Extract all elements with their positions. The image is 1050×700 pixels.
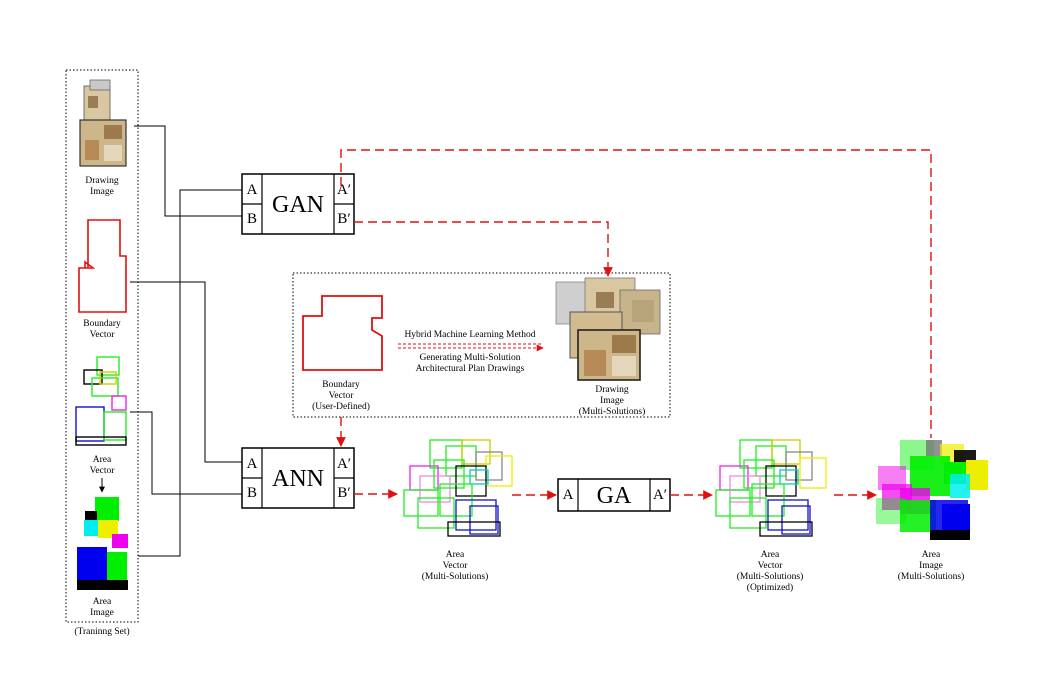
ann-port-b: B <box>247 485 257 501</box>
training-boundary-label-2: Vector <box>90 330 116 340</box>
gan-port-a-out: A′ <box>337 182 351 198</box>
overview-drawing-image <box>555 277 661 381</box>
area-vector-opt-label-4: (Optimized) <box>747 582 793 593</box>
overview-panel: Boundary Vector (User-Defined) Hybrid Ma… <box>292 272 671 418</box>
overview-boundary-label-2: Vector <box>329 391 355 401</box>
area-image-multi <box>876 440 988 540</box>
ga-box: A GA A′ <box>557 478 671 512</box>
ann-port-a-out: A′ <box>337 456 351 472</box>
gan-box: A B GAN A′ B′ <box>241 173 355 235</box>
training-boundary-label-1: Boundary <box>83 319 121 329</box>
method-desc-2: Architectural Plan Drawings <box>416 364 525 374</box>
method-title: Hybrid Machine Learning Method <box>404 330 535 340</box>
area-vector-opt-label-2: Vector <box>758 561 784 571</box>
red-dashed-links <box>336 149 932 500</box>
ga-port-a-out: A′ <box>653 487 667 503</box>
training-set-panel: Drawing Image Boundary Vector Area Vecto… <box>65 69 139 637</box>
training-area-image <box>77 497 128 590</box>
training-area-vector-label-1: Area <box>93 455 112 465</box>
area-vector-multi-label-3: (Multi-Solutions) <box>422 571 489 582</box>
training-connectors <box>130 125 242 557</box>
training-drawing-label-1: Drawing <box>85 176 118 186</box>
gan-label: GAN <box>272 192 324 218</box>
training-area-vector <box>75 356 127 446</box>
area-image-multi-label-1: Area <box>922 550 941 560</box>
overview-drawing-label-2: Image <box>600 396 624 406</box>
area-vector-multi-label-1: Area <box>446 550 465 560</box>
overview-boundary-label-3: (User-Defined) <box>312 401 370 412</box>
training-drawing-image <box>79 79 127 167</box>
gan-port-a: A <box>247 182 258 198</box>
ga-label: GA <box>597 483 632 509</box>
ann-box: A B ANN A′ B′ <box>241 447 355 509</box>
training-drawing-label-2: Image <box>90 187 114 197</box>
method-desc-1: Generating Multi-Solution <box>419 353 520 363</box>
gan-to-drawing-link <box>354 221 613 277</box>
gan-port-b-out: B′ <box>337 211 350 227</box>
area-image-multi-label-2: Image <box>919 561 943 571</box>
ann-port-b-out: B′ <box>337 485 350 501</box>
ga-port-a: A <box>563 487 574 503</box>
area-vector-multi-label-2: Vector <box>443 561 469 571</box>
area-vector-opt-label-3: (Multi-Solutions) <box>737 571 804 582</box>
area-vector-multi <box>403 439 513 537</box>
ann-label: ANN <box>272 466 324 492</box>
area-vector-optimized <box>715 439 827 537</box>
overview-drawing-label-1: Drawing <box>595 385 628 395</box>
area-image-to-gan-link <box>340 149 932 438</box>
gan-port-b: B <box>247 211 257 227</box>
area-vector-opt-label-1: Area <box>761 550 780 560</box>
overview-drawing-label-3: (Multi-Solutions) <box>579 406 646 417</box>
training-area-vector-label-2: Vector <box>90 466 116 476</box>
training-boundary-vector <box>78 219 127 313</box>
training-area-image-label-1: Area <box>93 597 112 607</box>
ann-port-a: A <box>247 456 258 472</box>
area-image-multi-label-3: (Multi-Solutions) <box>898 571 965 582</box>
overview-boundary-vector <box>302 295 383 371</box>
training-set-label: (Traninng Set) <box>74 626 129 637</box>
training-area-image-label-2: Image <box>90 608 114 618</box>
overview-boundary-label-1: Boundary <box>322 380 360 390</box>
